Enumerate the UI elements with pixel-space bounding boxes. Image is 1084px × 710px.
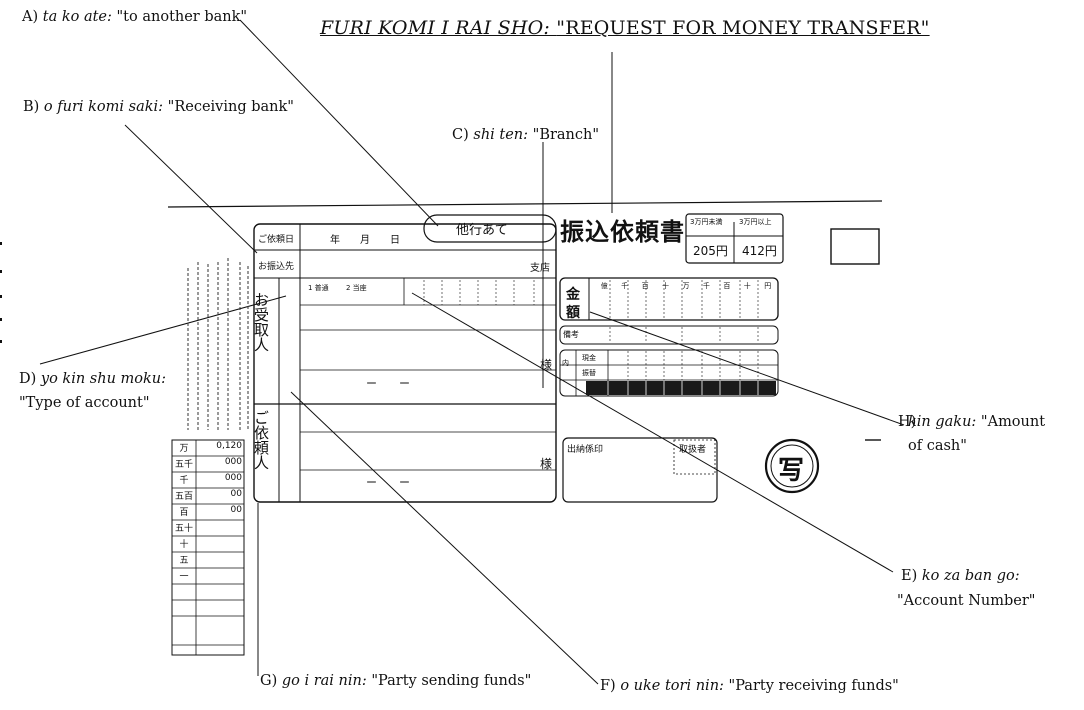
annotation-term: o uke tori nin: xyxy=(620,678,724,694)
branch-label: 支店 xyxy=(530,263,550,274)
annotation-b: B) o furi komi saki: "Receiving bank" xyxy=(23,99,294,116)
annotation-term: go i rai nin: xyxy=(281,673,367,689)
annotation-f: F) o uke tori nin: "Party receiving fund… xyxy=(600,678,899,695)
title-romaji: FURI KOMI I RAI SHO: xyxy=(320,17,550,39)
copy-stamp: 写 xyxy=(778,456,805,486)
pointer-a xyxy=(239,19,439,227)
annotation-letter: E) xyxy=(901,568,918,584)
digit-label: 千 xyxy=(702,282,710,290)
annotation-c: C) shi ten: "Branch" xyxy=(452,127,599,144)
annotation-e: E) ko za ban go: xyxy=(901,568,1020,585)
digit-label: 百 xyxy=(641,282,649,290)
annotation-meaning: "to another bank" xyxy=(116,9,248,25)
breakdown-label: 内 xyxy=(562,359,569,367)
checker-label: 取扱者 xyxy=(679,445,707,455)
annotation-letter: G) xyxy=(260,673,278,689)
annotation-meaning: "Branch" xyxy=(532,127,600,143)
pointer-f xyxy=(290,391,599,685)
annotation-letter: C) xyxy=(452,127,469,143)
annotation-h-meaning2: of cash" xyxy=(908,438,967,454)
receiver-phone-dashes: ー ー xyxy=(366,377,410,390)
amount-label-1: 金 xyxy=(566,287,580,303)
annotation-d: D) yo kin shu moku: xyxy=(19,371,166,388)
title-english: "REQUEST FOR MONEY TRANSFER" xyxy=(556,17,930,39)
destination-label: お振込先 xyxy=(258,262,295,272)
other-bank-label: 他行あて xyxy=(456,223,508,238)
annotation-a: A) ta ko ate: "to another bank" xyxy=(22,9,247,26)
remarks-label: 備考 xyxy=(563,330,579,339)
digit-label: 百 xyxy=(723,282,731,290)
issuer-label: 出納係印 xyxy=(567,445,604,455)
table-row: 五十 xyxy=(174,524,193,534)
annotation-d-meaning: "Type of account" xyxy=(19,395,150,411)
form-title: 振込依頼書 xyxy=(560,218,685,246)
annotation-meaning: "Receiving bank" xyxy=(167,99,294,115)
digit-label: 億 xyxy=(600,282,608,290)
date-fields: 年 月 日 xyxy=(330,235,400,246)
fee-header-2: 3万円以上 xyxy=(739,218,772,226)
pointer-h xyxy=(589,311,905,426)
annotation-term: yo kin shu moku: xyxy=(40,371,167,387)
annotation-term: shi ten: xyxy=(473,127,529,143)
receiver-honorific: 様 xyxy=(540,358,553,372)
amount-label-2: 額 xyxy=(566,305,580,321)
table-row: 十 xyxy=(179,540,189,550)
digit-label: 十 xyxy=(743,282,751,290)
account-type-1: 1 普通 xyxy=(308,284,329,292)
page-title: FURI KOMI I RAI SHO: "REQUEST FOR MONEY … xyxy=(320,17,930,39)
sender-phone-dashes: ー ー xyxy=(366,476,410,489)
annotation-term: ta ko ate: xyxy=(42,9,112,25)
annotation-letter: A) xyxy=(22,9,39,25)
digit-label: 円 xyxy=(764,282,772,290)
digit-label: 万 xyxy=(682,282,690,290)
receiver-label: お受取人 xyxy=(252,292,270,352)
digit-label: 十 xyxy=(662,282,670,290)
annotation-h: kin gaku: "Amount xyxy=(908,414,1045,431)
annotation-term: kin gaku: xyxy=(908,414,977,430)
table-row: 五 xyxy=(179,556,189,566)
fee-value-1: 205円 xyxy=(693,244,728,258)
annotation-e-meaning: "Account Number" xyxy=(897,593,1036,609)
annotation-letter: D) xyxy=(19,371,37,387)
annotation-meaning: "Party receiving funds" xyxy=(728,678,899,694)
account-type-2: 2 当座 xyxy=(346,284,367,292)
annotation-meaning: "Amount xyxy=(980,414,1046,430)
sender-label: ご依頼人 xyxy=(252,410,270,470)
annotation-letter: B) xyxy=(23,99,40,115)
pointer-e xyxy=(411,292,894,573)
digit-headers: 億 千 百 十 万 千 百 十 円 xyxy=(594,281,778,291)
pointer-b xyxy=(124,124,258,254)
annotation-h-letter: H) xyxy=(898,414,917,430)
cash-label: 現金 xyxy=(582,354,596,362)
digit-label: 千 xyxy=(621,282,629,290)
annotation-term: o furi komi saki: xyxy=(43,99,164,115)
table-row: 一 xyxy=(179,572,189,582)
annotation-meaning: "Party sending funds" xyxy=(371,673,532,689)
fee-value-2: 412円 xyxy=(742,244,777,258)
pointer-d xyxy=(39,295,287,365)
transfer-label: 振替 xyxy=(582,369,596,377)
annotation-term: ko za ban go: xyxy=(921,568,1020,584)
annotation-g: G) go i rai nin: "Party sending funds" xyxy=(260,673,531,690)
sender-honorific: 様 xyxy=(540,457,553,471)
annotation-letter: F) xyxy=(600,678,616,694)
fee-header-1: 3万円未満 xyxy=(690,218,723,226)
date-label: ご依頼日 xyxy=(258,235,295,245)
